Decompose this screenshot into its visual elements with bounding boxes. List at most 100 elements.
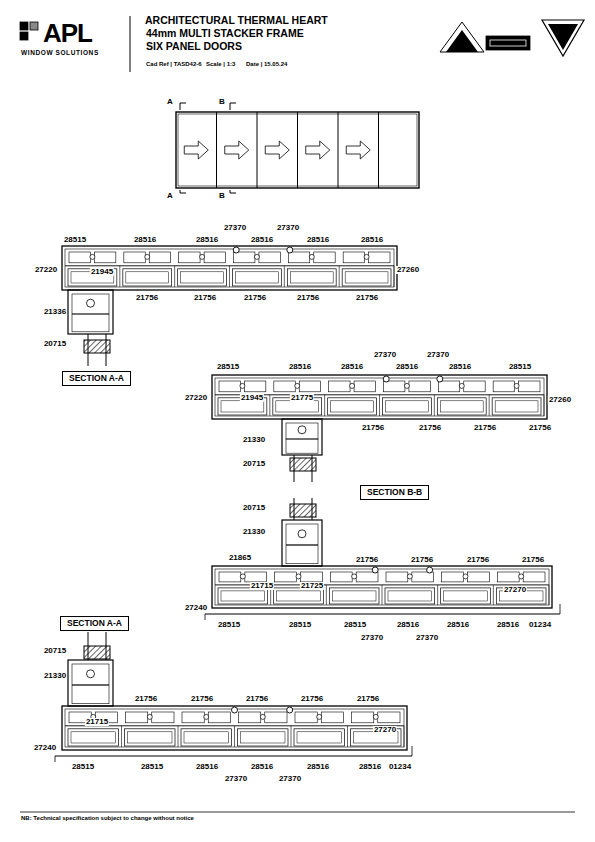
profile-part <box>523 572 545 582</box>
callout-number: 28516 <box>446 621 470 629</box>
profile-part <box>72 685 109 703</box>
profile-part <box>495 401 538 412</box>
callout-number: 28516 <box>306 236 330 244</box>
callout-number: 27370 <box>278 775 302 783</box>
profile-part <box>356 572 378 582</box>
profile-part <box>352 712 374 723</box>
screw-port <box>373 714 378 719</box>
profile-part <box>219 381 240 392</box>
profile-part <box>437 398 486 415</box>
profile-part <box>204 252 225 263</box>
screw-port <box>309 254 314 259</box>
callout-number: 21756 <box>410 556 434 564</box>
callout-number: 21775 <box>290 394 314 402</box>
profile-line <box>549 585 550 605</box>
screw-port <box>240 574 245 579</box>
profile-part <box>244 381 265 392</box>
section-marker: A <box>166 192 174 200</box>
floor-line <box>55 746 412 762</box>
profile-line <box>326 585 327 605</box>
profile-part <box>497 572 519 582</box>
profile-part <box>277 591 321 601</box>
profile-part <box>299 381 320 392</box>
profile-line <box>324 395 325 416</box>
profile-part <box>275 572 297 582</box>
stacker-frame <box>212 375 547 419</box>
callout-number: 20715 <box>242 504 266 512</box>
profile-part <box>94 252 115 263</box>
callout-number: 21756 <box>521 556 545 564</box>
profile-part <box>234 252 255 263</box>
profile-line <box>55 756 56 762</box>
panel-divider <box>297 112 298 188</box>
callout-number: 28516 <box>448 363 472 371</box>
profile-part <box>184 732 229 743</box>
profile-part <box>440 401 483 412</box>
gasket-27370 <box>233 247 239 253</box>
profile-line <box>379 395 380 416</box>
screw-port <box>407 574 412 579</box>
screw-port <box>404 383 409 388</box>
profile-part <box>519 381 540 392</box>
screw-port <box>317 714 322 719</box>
title-block-text: NB: Technical specification subject to c… <box>20 815 195 821</box>
profile-part <box>182 712 204 723</box>
slide-arrow <box>225 141 249 159</box>
callout-number: 28515 <box>216 363 240 371</box>
callout-number: 20715 <box>43 647 67 655</box>
logo-shield <box>542 20 584 56</box>
slide-arrow <box>306 141 330 159</box>
section-mark <box>180 103 181 110</box>
callout-number: 27370 <box>426 351 450 359</box>
profile-part <box>68 290 113 334</box>
callout-number: 21945 <box>240 394 264 402</box>
screw-port <box>296 574 301 579</box>
profile-part <box>72 664 109 685</box>
screw-port <box>459 383 464 388</box>
callout-number: 27270 <box>373 726 397 734</box>
profile-part <box>72 314 109 332</box>
glazing <box>84 632 110 660</box>
profile-part <box>378 712 400 723</box>
profile-part <box>409 381 430 392</box>
logo-triangle <box>440 22 484 52</box>
profile-part <box>287 269 336 286</box>
profile-part <box>68 269 117 286</box>
title-block-text: 44mm MULTI STACKER FRAME <box>145 28 305 39</box>
callout-number: 27370 <box>415 634 439 642</box>
callout-number: 27270 <box>503 586 527 594</box>
callout-number: 21330 <box>43 672 67 680</box>
title-block <box>20 16 584 812</box>
profile-part <box>124 252 145 263</box>
section-title: SECTION A-A <box>67 618 122 628</box>
profile-part <box>282 520 322 566</box>
callout-number: 28516 <box>340 363 364 371</box>
profile-part <box>236 272 279 283</box>
gasket-27370 <box>232 707 238 713</box>
logo-bar <box>490 40 526 46</box>
slide-arrow <box>265 141 289 159</box>
title-block-text: Scale | 1:3 <box>205 61 236 67</box>
section-title: SECTION B-B <box>367 487 422 497</box>
section-title: SECTION A-A <box>69 373 124 383</box>
roller <box>87 299 95 307</box>
profile-line <box>55 755 412 756</box>
profile-part <box>286 545 318 563</box>
profile-part <box>68 660 113 706</box>
glazing <box>84 334 110 366</box>
callout-number: 21756 <box>356 695 380 703</box>
profile-part <box>239 712 261 723</box>
callout-number: 27370 <box>224 775 248 783</box>
callout-number: 21336 <box>43 308 67 316</box>
profile-part <box>329 381 350 392</box>
profile-part <box>181 272 224 283</box>
profile-part <box>314 252 335 263</box>
callout-number: 20715 <box>43 340 67 348</box>
profile-part <box>218 588 268 604</box>
plan-frame <box>176 112 419 188</box>
profile-line <box>437 585 438 605</box>
callout-number: 28516 <box>250 763 274 771</box>
section-marker: A <box>166 98 174 106</box>
glazing-bead <box>84 646 110 659</box>
profile-part <box>369 252 390 263</box>
